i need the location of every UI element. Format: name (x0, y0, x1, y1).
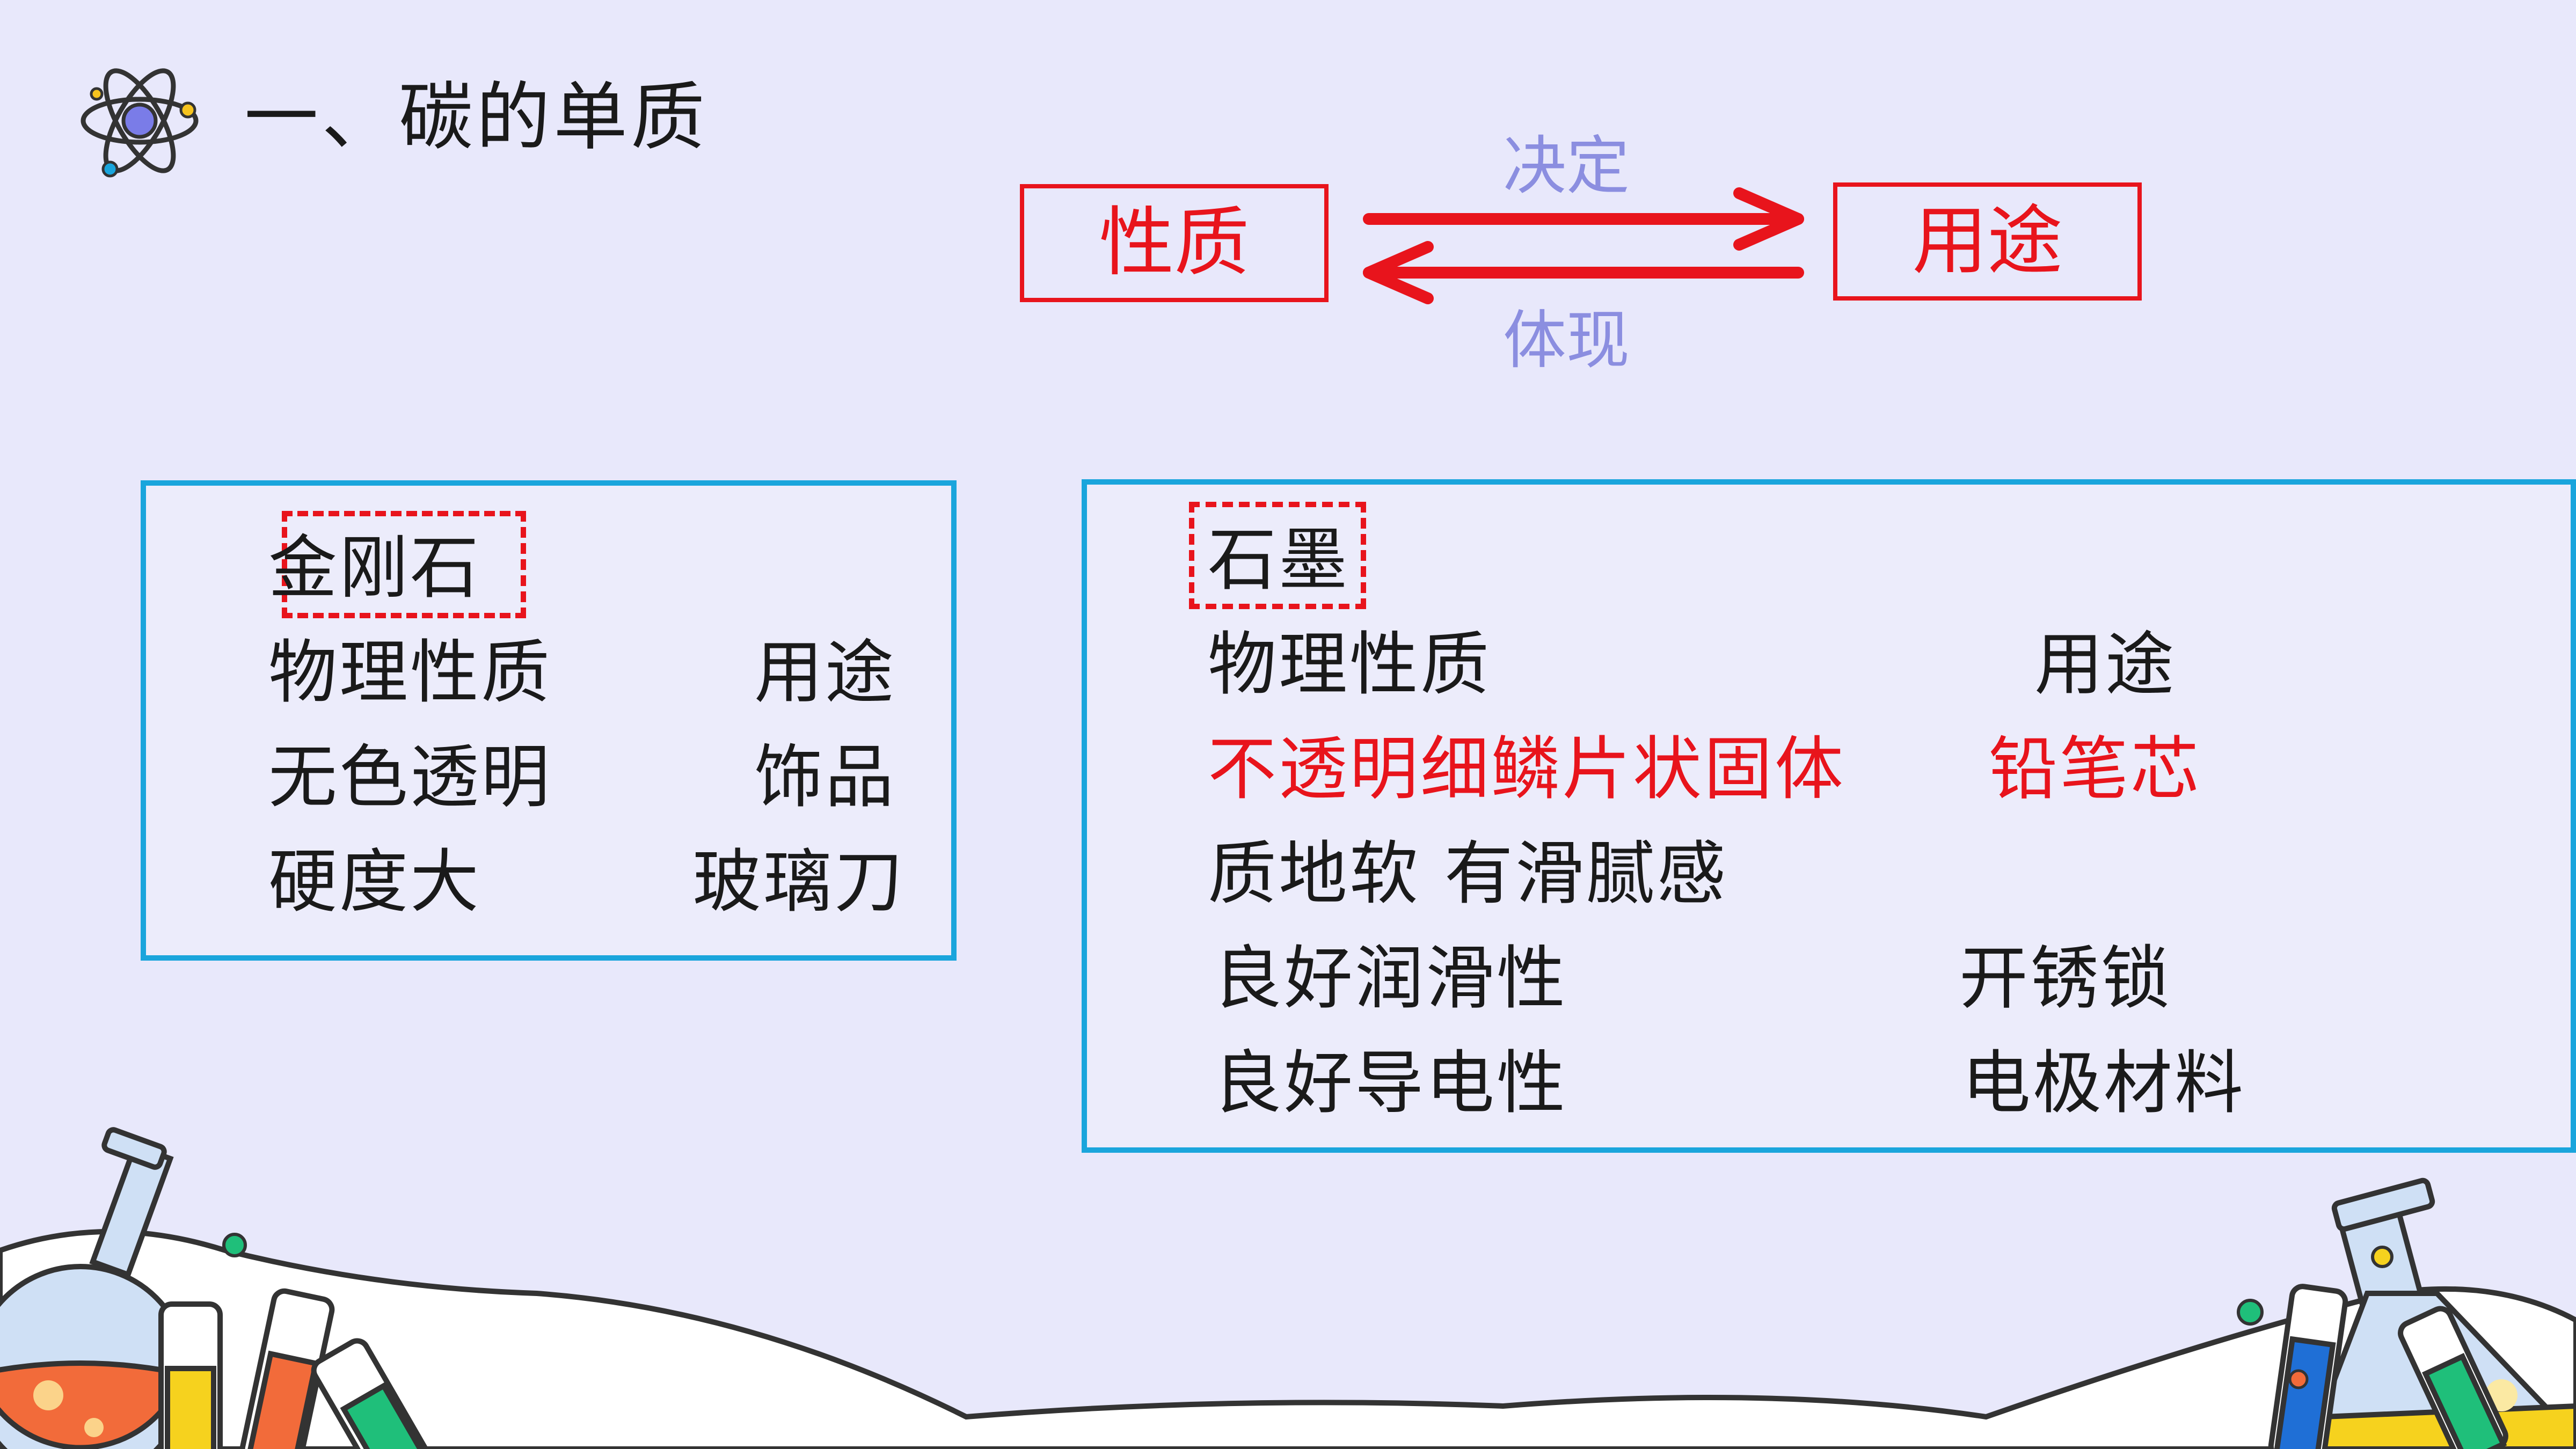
graphite-property: 良好润滑性 (1213, 939, 1568, 1019)
usage-label: 用途 (1912, 197, 2063, 285)
diamond-property: 硬度大 (268, 842, 481, 922)
diamond-usage: 玻璃刀 (692, 842, 906, 922)
diamond-panel (141, 480, 957, 961)
page-title: 一、碳的单质 (244, 74, 709, 160)
atom-icon (81, 68, 199, 178)
diamond-highlight (282, 511, 526, 618)
diamond-property-header: 物理性质 (268, 633, 552, 713)
graphite-property: 不透明细鳞片状固体 (1208, 729, 1846, 809)
test-tube-decoration (158, 1288, 436, 1449)
usage-box: 用途 (1833, 182, 2142, 301)
graphite-property: 良好导电性 (1213, 1043, 1568, 1123)
diamond-usage-header: 用途 (754, 633, 896, 713)
flask-decoration (0, 1127, 191, 1449)
diamond-property: 无色透明 (268, 737, 552, 817)
reflects-label: 体现 (1503, 303, 1630, 377)
graphite-usage: 开锈锁 (1959, 939, 2172, 1019)
graphite-property: 质地软 有滑腻感 (1208, 834, 1728, 914)
graphite-usage-header: 用途 (2034, 625, 2177, 705)
test-tube-decoration (2268, 1284, 2508, 1449)
decides-label: 决定 (1503, 129, 1630, 203)
graphite-usage: 电极材料 (1962, 1043, 2246, 1123)
graphite-property-header: 物理性质 (1208, 625, 1492, 705)
graphite-highlight (1189, 502, 1366, 609)
diamond-usage: 饰品 (754, 737, 896, 817)
graphite-name: 石墨 (1208, 520, 1350, 600)
property-box: 性质 (1020, 184, 1329, 302)
graphite-panel (1082, 479, 2576, 1153)
diamond-name: 金刚石 (268, 528, 481, 608)
property-label: 性质 (1099, 199, 1250, 287)
relation-arrows (1363, 187, 1804, 304)
graphite-usage: 铅笔芯 (1989, 729, 2202, 809)
lab-decoration (0, 1127, 2576, 1449)
